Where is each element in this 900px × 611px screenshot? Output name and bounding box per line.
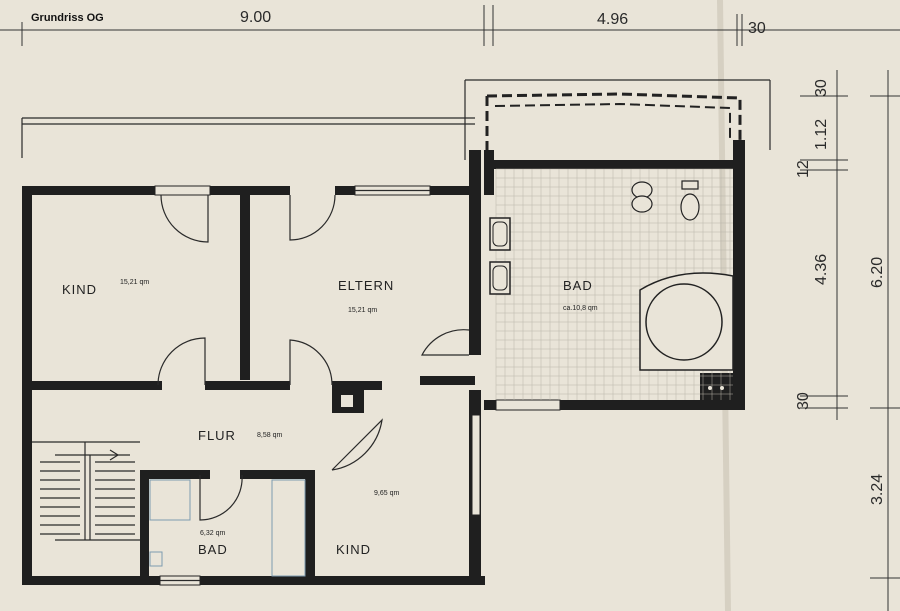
dim-right-12: 12 [795, 160, 812, 178]
doors [157, 194, 470, 521]
bath-fixtures [489, 180, 734, 390]
area-bad-main: ca.10,8 qm [563, 305, 598, 312]
dim-right-30-top: 30 [813, 79, 830, 97]
room-bad-main: BAD [563, 278, 593, 293]
area-flur: 8,58 qm [257, 432, 282, 439]
plan-title: Grundriss OG [31, 12, 104, 24]
dim-right-620: 6.20 [869, 257, 886, 288]
room-flur: FLUR [198, 428, 236, 443]
dim-right-436: 4.36 [813, 254, 830, 285]
walls [22, 140, 745, 585]
roof-outline [21, 79, 771, 160]
room-labels: KIND 15,21 qm ELTERN 15,21 qm BAD ca.10,… [62, 278, 598, 557]
dim-right-30-bottom: 30 [795, 392, 812, 410]
windows [154, 185, 561, 586]
dim-top-left: 9.00 [240, 9, 271, 26]
area-bad-small: 6,32 qm [200, 530, 225, 537]
area-kind-left: 15,21 qm [120, 279, 149, 286]
small-bath-fixtures [149, 479, 306, 577]
chimney-flue [341, 395, 353, 407]
room-eltern: ELTERN [338, 278, 394, 293]
staircase [32, 441, 140, 541]
room-kind-small: KIND [336, 542, 371, 557]
area-eltern: 15,21 qm [348, 307, 377, 314]
dim-top-end: 30 [748, 20, 766, 37]
dashed-canopy [485, 92, 742, 160]
right-dimension-lines: 30 1.12 12 4.36 6.20 30 3.24 [795, 70, 900, 611]
dim-top-right: 4.96 [597, 11, 628, 28]
room-bad-small: BAD [198, 542, 228, 557]
dim-right-112: 1.12 [813, 119, 830, 150]
area-kind-small: 9,65 qm [374, 490, 399, 497]
dim-right-324: 3.24 [869, 474, 886, 505]
room-kind-left: KIND [62, 282, 97, 297]
top-dimension-line: 9.00 4.96 30 [0, 5, 900, 46]
